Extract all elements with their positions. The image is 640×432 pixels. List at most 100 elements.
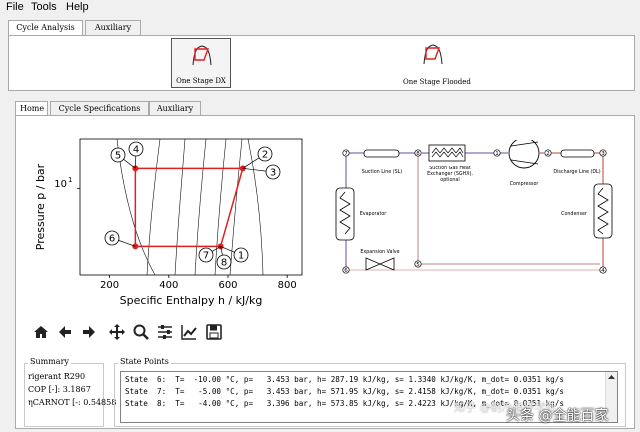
state-points-groupbox [114, 363, 626, 427]
y-tick-label: 10 [54, 179, 67, 190]
condenser-symbol [593, 183, 613, 239]
cycle-selector-panel: One Stage DX One Stage Flooded [8, 35, 635, 91]
state-label-circle [128, 141, 144, 157]
discharge-line-label: Discharge Line (DL) [553, 169, 600, 175]
isotherm-line [174, 138, 186, 276]
state-label-number: 7 [203, 251, 209, 262]
state-label-circle [233, 247, 249, 263]
node-1-label: 1 [495, 151, 499, 157]
isotherm-line [214, 138, 227, 276]
state-points-title: State Points [118, 357, 171, 366]
node-4 [599, 266, 607, 274]
forward-arrow-icon[interactable] [80, 323, 98, 341]
isotherm-line [247, 138, 264, 276]
x-axis-label: Specific Enthalpy h / kJ/kg [120, 294, 263, 307]
expansion-valve-label: Expansion Valve [360, 249, 399, 255]
state-label-circle [257, 146, 273, 162]
node-5-label: 5 [416, 262, 420, 268]
watermark-toutiao: 头条 @全能百家 [506, 408, 609, 424]
state-label-number: 1 [238, 251, 244, 262]
state-label-circle [265, 164, 281, 180]
cycle-flooded-icon [423, 44, 443, 65]
evaporator-symbol [335, 187, 355, 241]
tab-home[interactable]: Home [15, 101, 48, 118]
state-label-circle [216, 254, 232, 270]
state-label-number: 8 [221, 258, 227, 269]
state-label-circle [104, 230, 120, 246]
cycle-dx-icon [192, 45, 212, 66]
node-2-label: 2 [546, 151, 550, 157]
node-4-label: 4 [601, 268, 605, 274]
tab-auxiliary[interactable]: Auxiliary [149, 101, 201, 117]
sghx-label: Suction Gas Heat Exchanger (SGHX), optio… [427, 166, 473, 183]
back-arrow-icon[interactable] [56, 323, 74, 341]
node-7 [342, 149, 350, 157]
isotherm-line [194, 138, 207, 276]
suction-line-label: Suction Line (SL) [362, 169, 403, 175]
y-tick-exponent: 1 [68, 176, 72, 184]
menu-help[interactable]: Help [66, 1, 89, 13]
tab-cycle-analysis[interactable]: Cycle Analysis [8, 20, 83, 37]
state-label-number: 5 [115, 151, 121, 162]
node-3 [599, 149, 607, 157]
expansion-valve-symbol [365, 257, 382, 271]
discharge-line-symbol [560, 149, 595, 158]
node-6-label: 6 [344, 268, 348, 274]
configure-subplots-icon[interactable] [156, 323, 174, 341]
summary-refrigerant: rigerant R290 [28, 372, 86, 381]
x-tick-label: 600 [218, 280, 237, 291]
node-7-label: 7 [344, 151, 348, 157]
state-line-7: State 7: T= -5.00 °C, p= 3.453 bar, h= 5… [125, 387, 564, 396]
node-8 [414, 149, 422, 157]
state-label-circle [110, 147, 126, 163]
node-3-label: 3 [601, 151, 605, 157]
tab-auxiliary-top[interactable]: Auxiliary [85, 20, 141, 36]
condenser-label: Condenser [561, 211, 587, 217]
state-label-circle [198, 247, 214, 263]
state-label-number: 2 [262, 150, 268, 161]
cycle-schematic-diagram: 7 8 1 2 3 4 5 6 Suction Line (SL) Suctio… [335, 140, 613, 274]
ph-diagram-chart: 200 400 600 800 10 1 Specific Enthalpy h / … [34, 138, 303, 307]
x-tick-labels: 200 400 600 800 [100, 275, 297, 291]
state-points-scrollbar[interactable] [605, 372, 617, 422]
state-label-number: 4 [133, 145, 139, 156]
pan-icon[interactable] [108, 323, 126, 341]
y-axis-label: Pressure p / bar [34, 163, 47, 250]
node-1 [493, 149, 501, 157]
x-tick-label: 200 [100, 280, 119, 291]
node-6 [342, 266, 350, 274]
one-stage-dx-label: One Stage DX [176, 77, 226, 85]
evaporator-label: Evaporator [360, 211, 387, 217]
isotherm-line [146, 138, 161, 276]
one-stage-dx-button[interactable]: One Stage DX [171, 38, 231, 88]
isotherm-line [229, 138, 243, 276]
zoom-icon[interactable] [132, 323, 150, 341]
home-icon[interactable] [32, 323, 50, 341]
scroll-up-icon[interactable] [606, 373, 617, 381]
x-tick-label: 800 [278, 280, 297, 291]
tab-cycle-specifications[interactable]: Cycle Specifications [50, 101, 149, 117]
state-label-number: 3 [270, 168, 276, 179]
summary-cop: COP [-]: 3.1867 [28, 385, 91, 394]
edit-axis-icon[interactable] [180, 323, 198, 341]
state-points-textarea[interactable]: State 6: T= -10.00 °C, p= 3.453 bar, h= … [120, 371, 618, 423]
suction-line-symbol [363, 149, 400, 158]
state-line-8: State 8: T= -4.00 °C, p= 3.396 bar, h= 5… [125, 399, 564, 408]
state-line-6: State 6: T= -10.00 °C, p= 3.453 bar, h= … [125, 375, 564, 384]
menu-file[interactable]: File [6, 1, 24, 13]
menu-bar: File Tools Help [0, 0, 640, 16]
node-5 [414, 260, 422, 268]
one-stage-flooded-button[interactable]: One Stage Flooded [403, 38, 471, 88]
node-2 [544, 149, 552, 157]
one-stage-flooded-label: One Stage Flooded [403, 78, 471, 86]
summary-title: Summary [28, 357, 71, 366]
compressor-label: Compressor [510, 181, 539, 187]
node-8-label: 8 [416, 151, 420, 157]
summary-carnot-efficiency: ηCARNOT [-: 0.54858 [28, 398, 117, 407]
menu-tools[interactable]: Tools [31, 1, 57, 13]
watermark-zhihu: 知乎 @制冷循环学徒 [454, 401, 557, 414]
state-label-number: 6 [109, 234, 115, 245]
x-tick-label: 400 [159, 280, 178, 291]
save-icon[interactable] [205, 323, 223, 341]
